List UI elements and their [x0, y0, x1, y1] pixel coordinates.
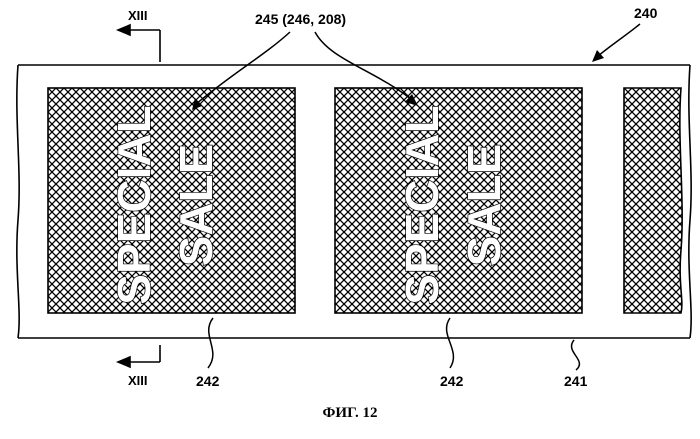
ref-label-242-left: 242: [196, 373, 220, 389]
section-label-top: XIII: [128, 8, 148, 23]
leader-242-left: [208, 318, 213, 368]
sticker-text-line2: SALE: [170, 144, 222, 267]
leader-240: [598, 24, 640, 56]
ref-label-245: 245 (246, 208): [255, 11, 346, 27]
label-partial: [624, 88, 682, 313]
ref-label-240: 240: [634, 5, 658, 21]
label-right: SPECIAL SALE: [335, 88, 582, 313]
ref-label-241: 241: [564, 373, 588, 389]
ref-label-242-right: 242: [440, 373, 464, 389]
section-marker-top: [118, 25, 160, 62]
figure-caption: ФИГ. 12: [0, 405, 700, 422]
label-left: SPECIAL SALE: [48, 88, 295, 313]
section-marker-bottom: [118, 345, 160, 367]
sticker-text-line1: SPECIAL: [108, 105, 160, 304]
sticker-text-line2: SALE: [458, 144, 510, 267]
sticker-text-line1: SPECIAL: [396, 105, 448, 304]
leader-242-right: [447, 318, 454, 368]
section-label-bottom: XIII: [128, 373, 148, 388]
leader-241: [571, 340, 579, 370]
